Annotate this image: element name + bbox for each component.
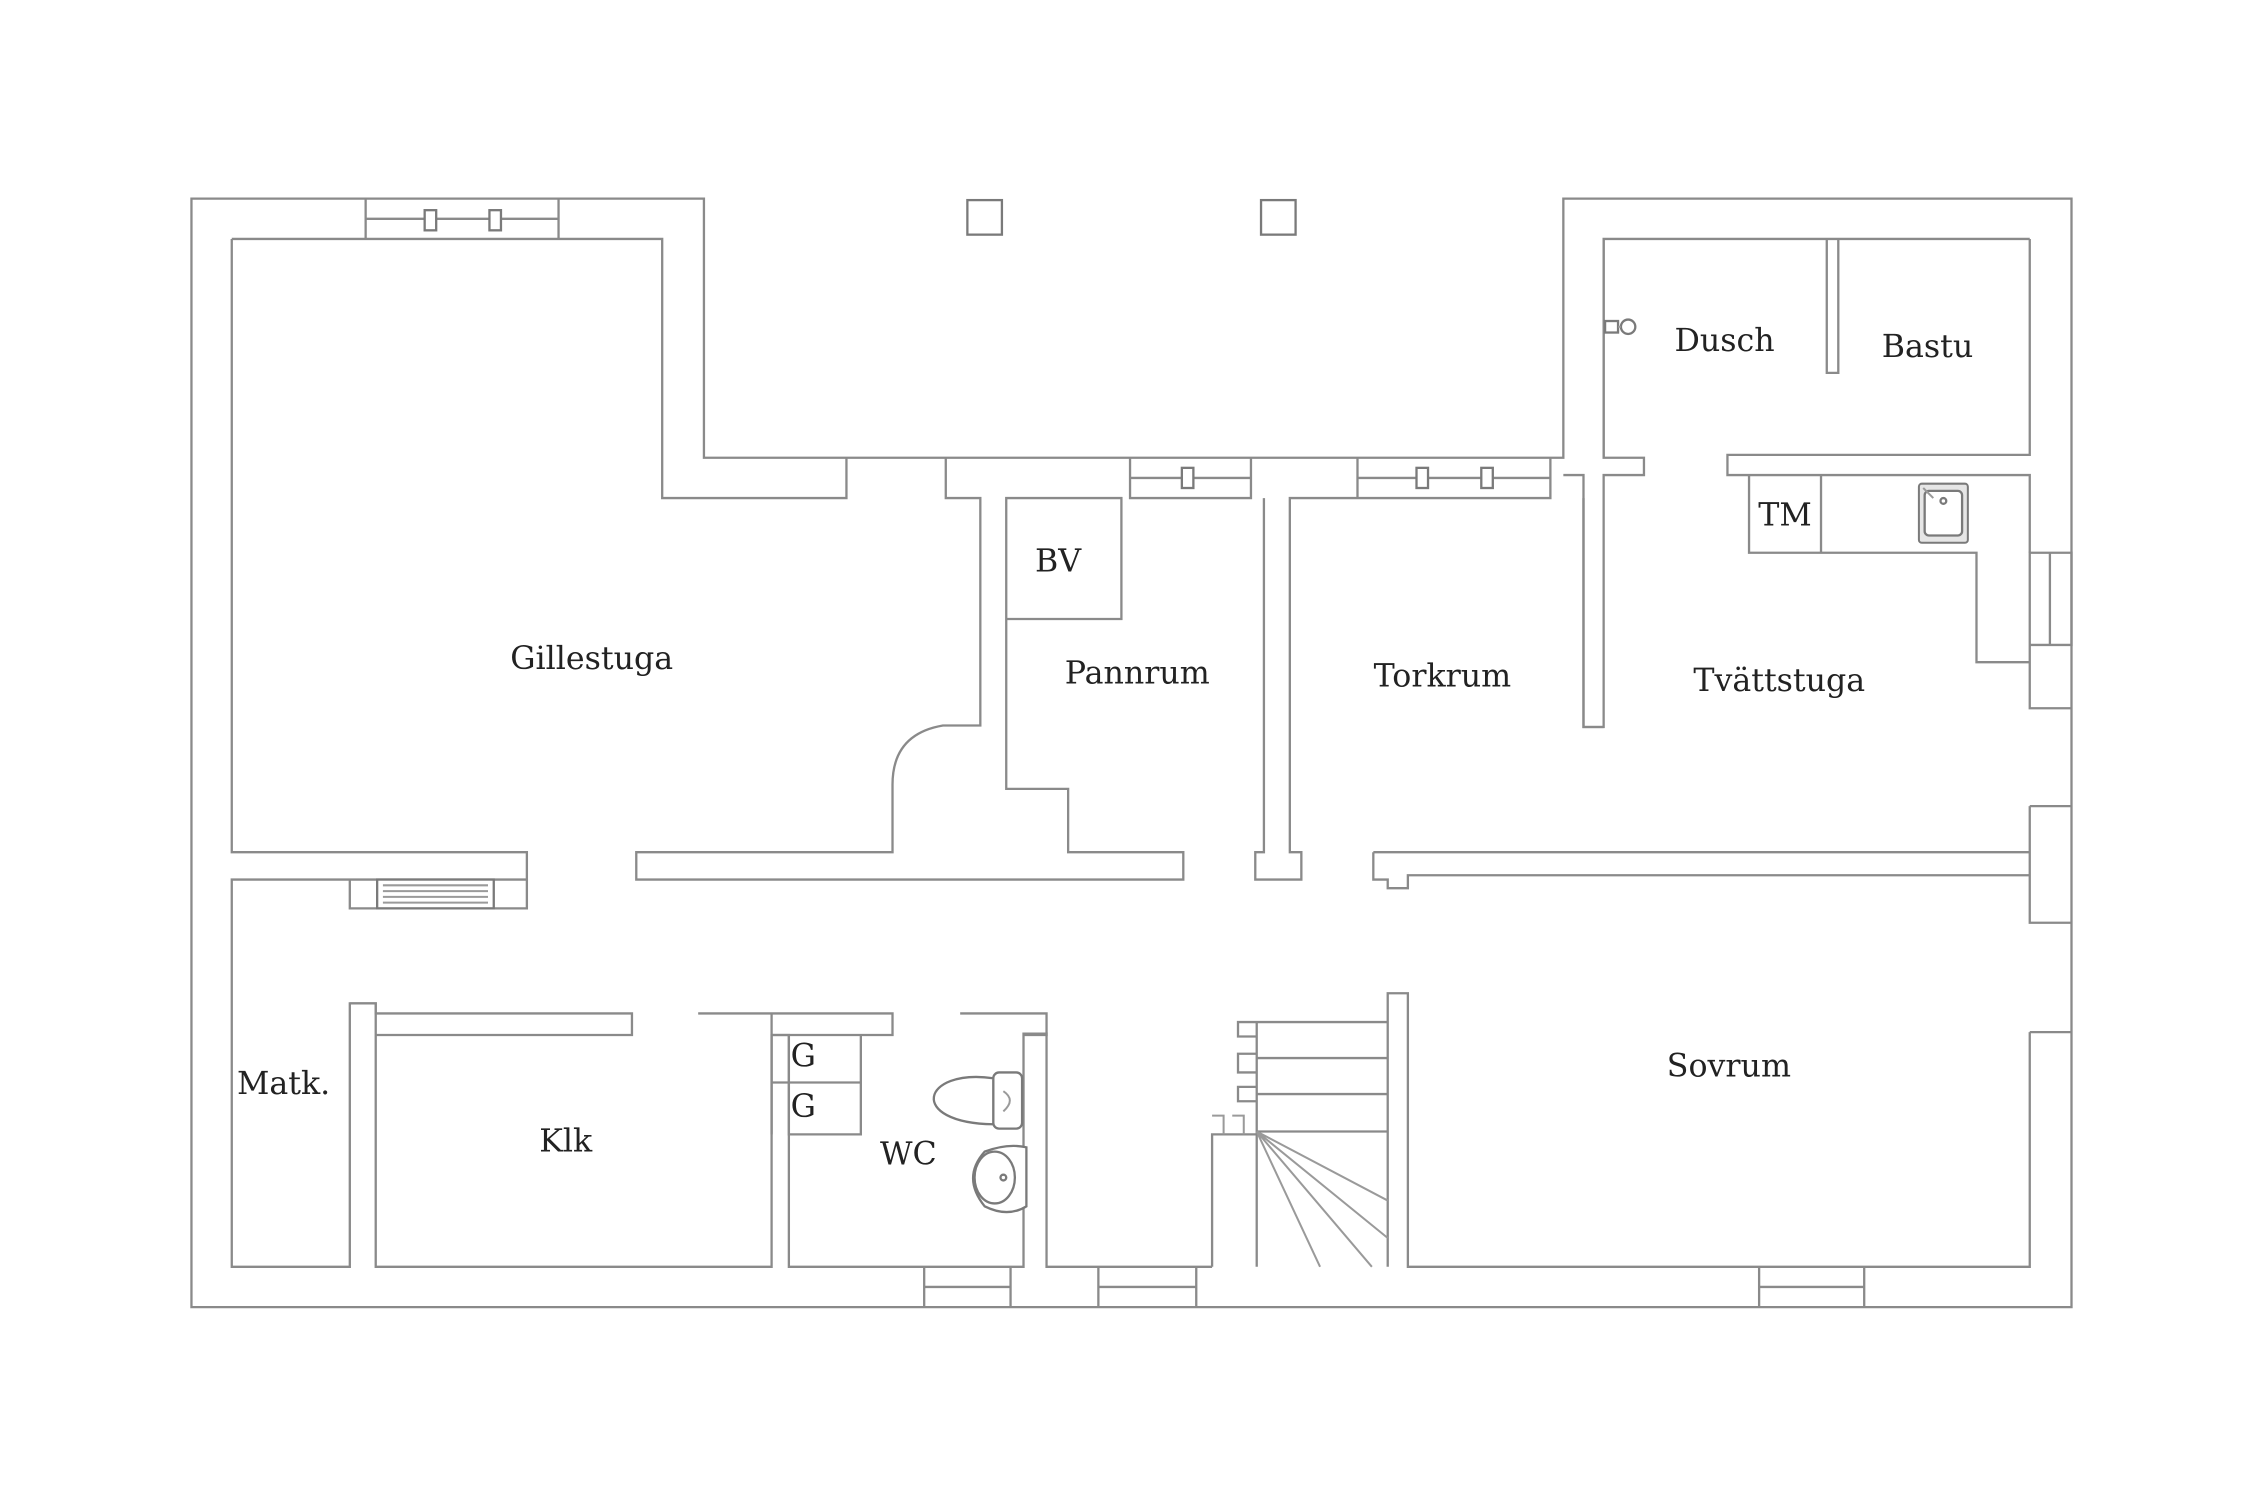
label-klk: Klk: [539, 1123, 593, 1159]
staircase-icon: [1210, 1020, 1389, 1268]
label-bastu: Bastu: [1882, 329, 1974, 365]
dusch-bastu-walls: [1602, 238, 2031, 553]
washbasin-icon: [972, 1144, 1028, 1214]
window-icon: [1357, 466, 1551, 490]
label-bv: BV: [1035, 543, 1082, 579]
sink-icon: [1917, 482, 1969, 544]
window-icon: [923, 1266, 1012, 1308]
label-g1: G: [791, 1039, 816, 1075]
label-dusch: Dusch: [1674, 323, 1774, 359]
window-icon: [1130, 466, 1251, 490]
label-gillestuga: Gillestuga: [510, 641, 673, 677]
outer-wall: [190, 197, 2073, 1309]
gillestuga-walls: [230, 237, 2030, 1268]
tvattstuga-walls: [1747, 475, 2073, 710]
corridor-wall: [1372, 804, 2072, 1268]
label-tm: TM: [1758, 497, 1812, 533]
radiator-icon: [348, 878, 529, 910]
label-sovrum: Sovrum: [1667, 1049, 1791, 1085]
label-torkrum: Torkrum: [1374, 659, 1512, 695]
label-pannrum: Pannrum: [1065, 656, 1210, 692]
window-icon: [1097, 1266, 1198, 1308]
toilet-icon: [932, 1071, 1024, 1130]
label-tvattstuga: Tvättstuga: [1693, 663, 1865, 699]
label-g2: G: [791, 1089, 816, 1125]
chimney-icon: [1259, 198, 1297, 236]
chimney-icon: [966, 198, 1004, 236]
shower-icon: [1603, 318, 1637, 336]
outer-wall-inner-line: [231, 237, 1185, 881]
lower-walls: [349, 1002, 1048, 1136]
label-matk: Matk.: [237, 1066, 330, 1102]
window-icon: [1757, 1266, 1866, 1308]
label-wc: WC: [880, 1136, 937, 1172]
window-icon: [364, 198, 560, 239]
pannrum-walls: [1128, 457, 1604, 881]
